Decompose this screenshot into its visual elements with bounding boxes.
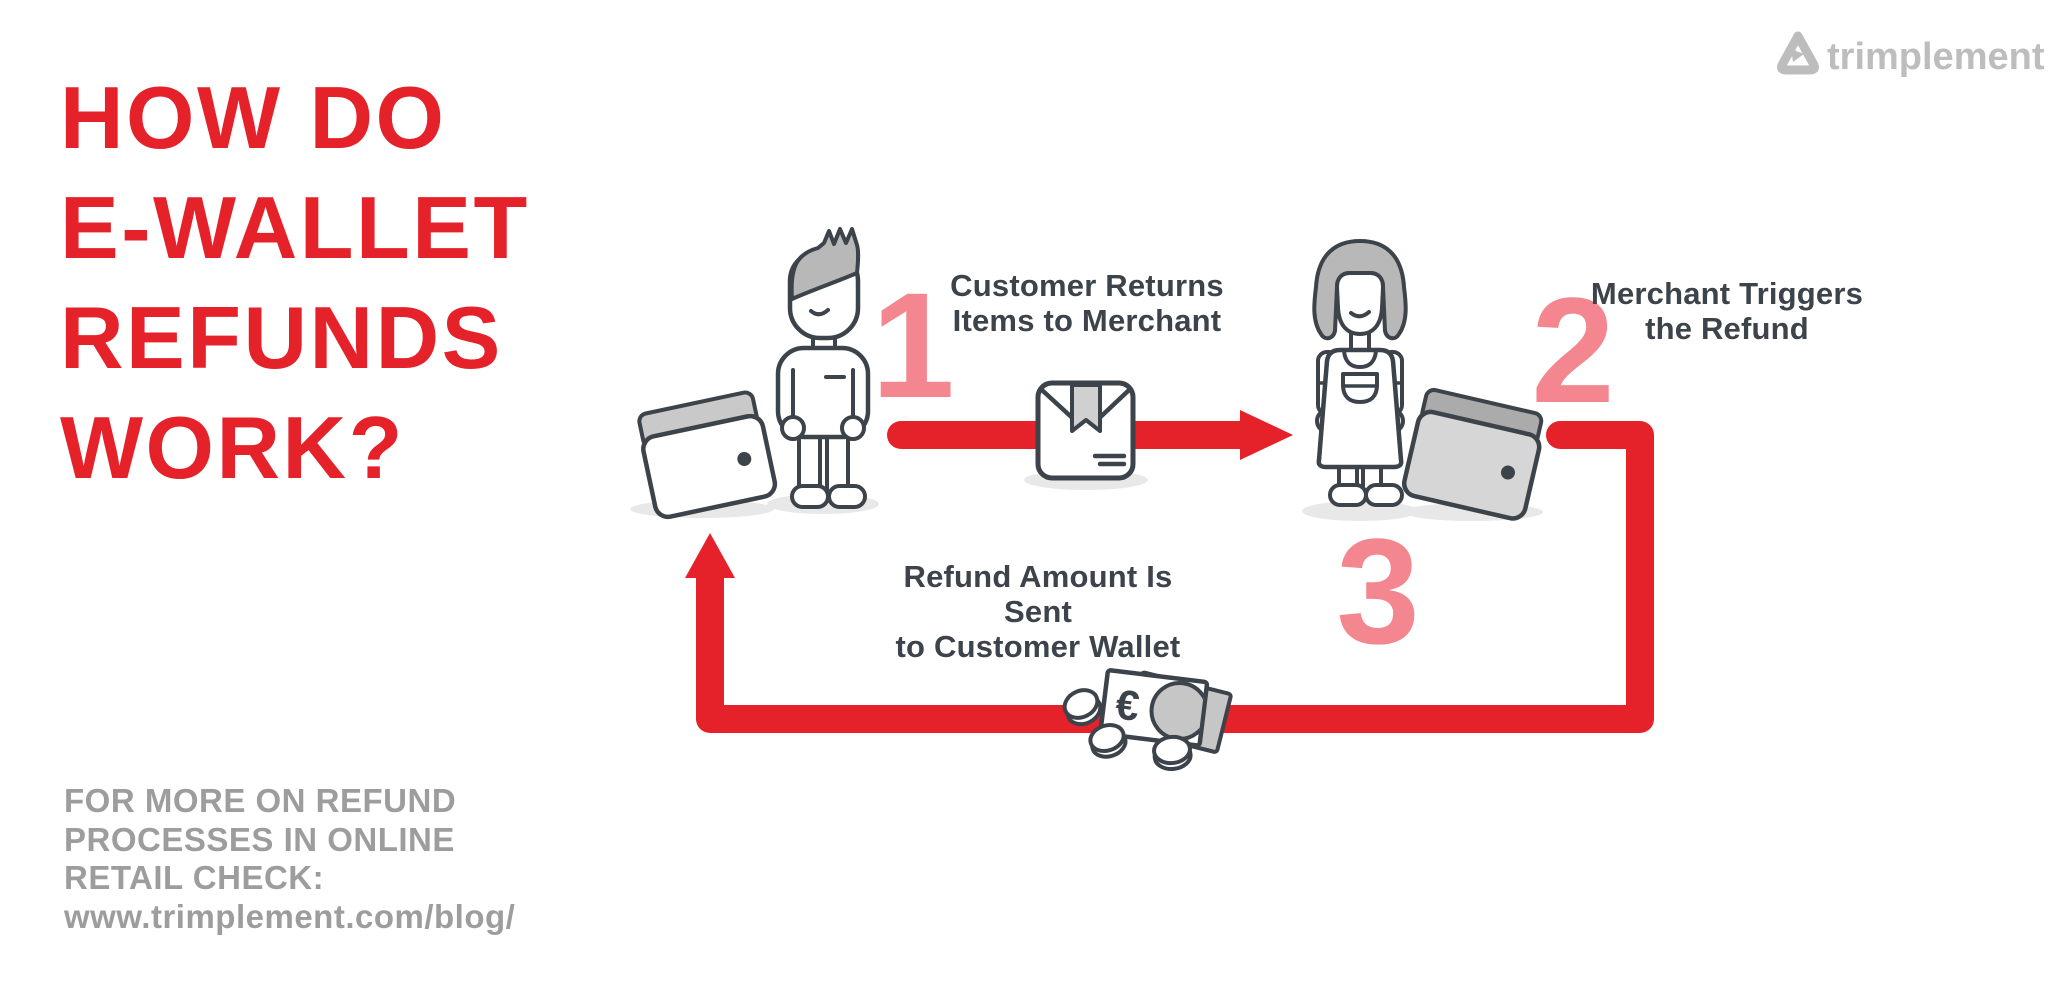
title-line: REFUNDS	[60, 288, 503, 387]
title-line: WORK?	[60, 398, 405, 497]
wallet-button-dot	[737, 451, 752, 466]
apron-pocket	[1341, 372, 1379, 404]
step-2-label: Merchant Triggers the Refund	[1577, 276, 1877, 346]
merchant-face	[1335, 271, 1385, 336]
footer-blog-url: www.trimplement.com/blog/	[64, 897, 516, 935]
footer-line: FOR MORE ON REFUND	[64, 782, 457, 819]
arrow-up-head	[685, 533, 735, 578]
brand-name: trimplement	[1827, 36, 2045, 78]
customer-hair	[789, 227, 861, 301]
arrow-refund-loop	[685, 421, 1654, 733]
trimplement-logo-icon	[1777, 31, 1819, 75]
step-3-number: 3	[1336, 507, 1420, 675]
footer-line: PROCESSES IN ONLINE	[64, 820, 455, 858]
step-2-label-line1: Merchant Triggers	[1590, 276, 1864, 311]
customer-wallet-icon	[637, 390, 778, 520]
step-3-label-line1: Refund Amount Is Sent	[903, 559, 1173, 629]
euro-symbol: €	[1113, 680, 1142, 729]
merchant-apron	[1316, 347, 1404, 470]
coin	[1088, 723, 1128, 759]
coin	[1152, 734, 1193, 772]
customer-smile	[809, 308, 830, 317]
step-1-number: 1	[871, 261, 955, 429]
step-1-label-line2: Items to Merchant	[952, 303, 1222, 338]
money-icon: €	[1062, 668, 1233, 772]
neckline	[1342, 349, 1378, 369]
page-title: HOW DO E-WALLET REFUNDS WORK?	[60, 63, 530, 503]
step-2-number: 2	[1531, 266, 1615, 434]
step-3-label-line2: to Customer Wallet	[895, 629, 1181, 664]
step-1-label: Customer Returns Items to Merchant	[937, 268, 1237, 338]
package-icon	[1035, 380, 1136, 481]
step-1-label-line1: Customer Returns	[950, 268, 1224, 303]
footer-note: FOR MORE ON REFUND PROCESSES IN ONLINE R…	[64, 782, 515, 936]
coin	[1062, 688, 1103, 727]
title-line: E-WALLET	[60, 178, 530, 277]
step-2-label-line2: the Refund	[1645, 311, 1809, 346]
package-label-lines	[1092, 453, 1127, 467]
step-3-label: Refund Amount Is Sent to Customer Wallet	[888, 559, 1188, 664]
footer-line: RETAIL CHECK:	[64, 859, 325, 896]
merchant-wallet-icon	[1401, 387, 1544, 521]
merchant-smile	[1349, 310, 1371, 319]
merchant-figure	[1312, 239, 1408, 507]
title-line: HOW DO	[60, 68, 447, 167]
package-ribbon	[1070, 383, 1102, 433]
wallet-button-dot	[1500, 465, 1515, 480]
customer-figure	[775, 227, 871, 509]
